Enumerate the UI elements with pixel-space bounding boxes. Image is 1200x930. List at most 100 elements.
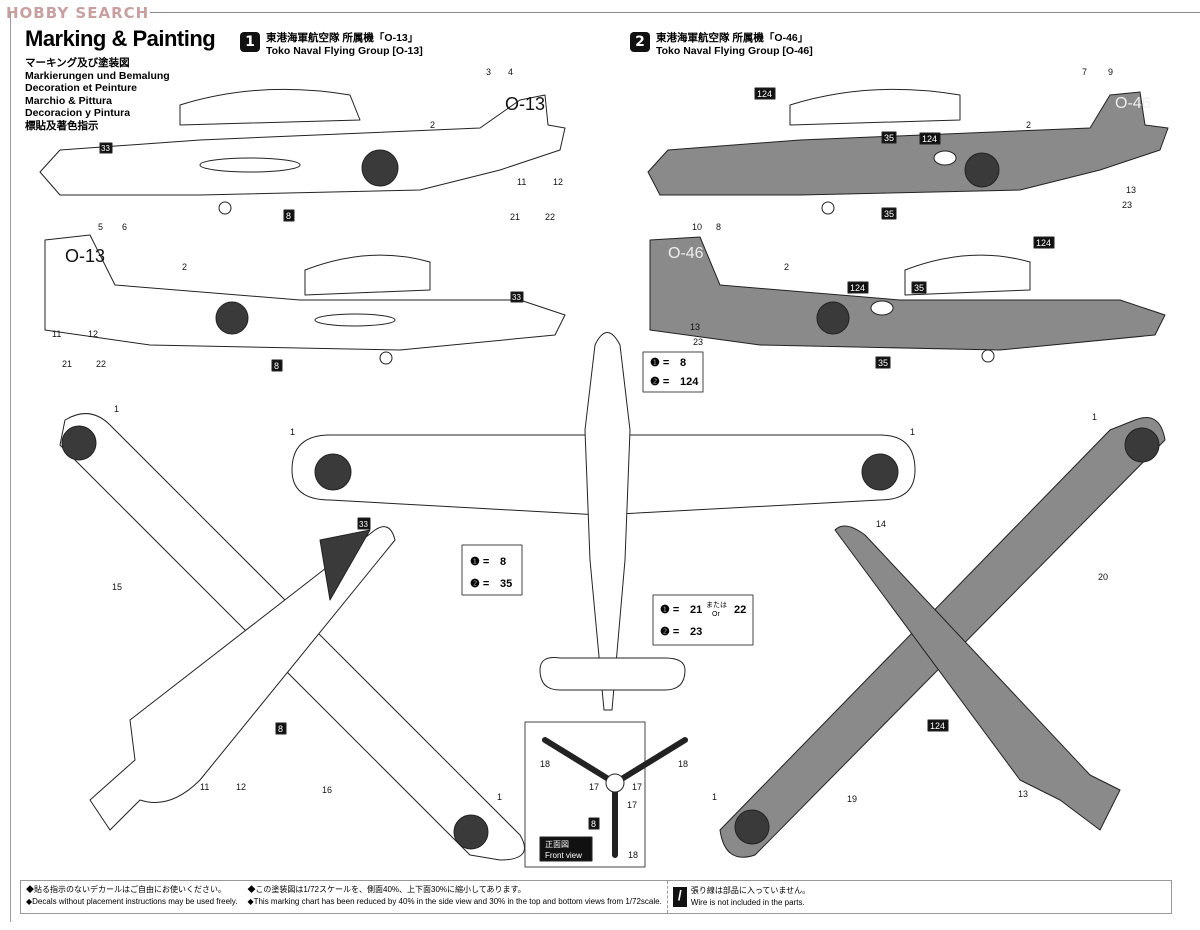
- callout: 11: [517, 177, 526, 187]
- callout: 12: [236, 782, 246, 792]
- callout: 20: [1098, 572, 1108, 582]
- subtitle: Decoracion y Pintura: [25, 107, 131, 120]
- front-view-label-en: Front view: [545, 851, 582, 860]
- legend-value: 8: [680, 357, 686, 369]
- legend-value: 23: [690, 626, 702, 638]
- callout: 2: [1026, 120, 1031, 130]
- callout: 23: [1122, 200, 1132, 210]
- callout: 13: [1018, 789, 1028, 799]
- callout: 13: [1126, 185, 1136, 195]
- scheme-jp: 東港海軍航空隊 所属機「O-46」: [656, 32, 809, 44]
- scheme-2-header: 2 東港海軍航空隊 所属機「O-46」Toko Naval Flying Gro…: [630, 32, 813, 58]
- tail-code: O-13: [505, 94, 545, 114]
- svg-text:❷ =: ❷ =: [650, 376, 669, 388]
- callout: 7: [1082, 67, 1087, 77]
- callout: 9: [1108, 67, 1113, 77]
- top-view: 1 1: [290, 332, 916, 711]
- watermark: HOBBY SEARCH: [6, 4, 150, 22]
- subtitle-list: マーキング及び塗装図 Markierungen und Bemalung Dec…: [25, 57, 170, 133]
- callout: 6: [122, 222, 127, 232]
- legend-value: 22: [734, 604, 746, 616]
- callout: 3: [486, 67, 491, 77]
- bottom-view-scheme2: 1 1 14 20 19 13 124: [712, 412, 1166, 858]
- callout: 124: [922, 134, 937, 144]
- bottom-view-scheme1: 1 1 33 8 15 16 11 12: [59, 404, 525, 861]
- legend-value: 124: [680, 376, 699, 388]
- callout: 1: [910, 427, 915, 437]
- callout: 1: [497, 792, 502, 802]
- callout: 10: [692, 222, 702, 232]
- subtitle: 標貼及著色指示: [25, 119, 99, 132]
- svg-text:❷ =: ❷ =: [470, 578, 489, 590]
- callout: 14: [876, 519, 886, 529]
- callout: 124: [757, 89, 772, 99]
- side-view-scheme1-lower: O-13 5 6 2 33 8 11 12 21 22: [44, 222, 566, 372]
- callout: 18: [678, 759, 688, 769]
- callout: 18: [540, 759, 550, 769]
- callout: 35: [878, 358, 888, 368]
- note: 張り線は部品に入っていません。: [690, 886, 811, 895]
- callout: 33: [359, 520, 368, 529]
- callout: 33: [101, 144, 110, 153]
- callout: 1: [290, 427, 295, 437]
- notes-box: ◆貼る指示のないデカールはご自由にお使いください。 ◆Decals without…: [20, 880, 1172, 914]
- tail-code: O-13: [65, 246, 105, 266]
- legend-value: 21: [690, 604, 702, 616]
- callout: 22: [545, 212, 555, 222]
- callout: 12: [553, 177, 563, 187]
- or-label: または: [706, 601, 727, 609]
- note: ◆Decals without placement instructions m…: [26, 897, 238, 906]
- callout: 19: [847, 794, 857, 804]
- callout: 35: [884, 133, 894, 143]
- note: ◆This marking chart has been reduced by …: [247, 897, 662, 906]
- svg-text:❷ =: ❷ =: [660, 626, 679, 638]
- callout: 8: [286, 211, 291, 221]
- side-view-scheme2-upper: O-46 124 124 35 35 7 9 2 13 23: [647, 67, 1169, 220]
- subtitle: Decoration et Peinture: [25, 82, 138, 95]
- note: Wire is not included in the parts.: [690, 898, 805, 907]
- callout: 8: [716, 222, 721, 232]
- callout: 8: [274, 361, 279, 371]
- scheme-en: Toko Naval Flying Group [O-13]: [266, 45, 423, 57]
- callout: 2: [784, 262, 789, 272]
- callout: 35: [884, 209, 894, 219]
- scheme-badge: 1: [240, 32, 260, 52]
- wire-icon: /: [672, 887, 687, 907]
- side-view-scheme2-lower: O-46 10 8 2 124 124 35 35 13 23: [649, 222, 1166, 369]
- callout: 13: [690, 322, 700, 332]
- callout: 17: [589, 782, 599, 792]
- callout: 8: [591, 819, 596, 829]
- front-view: 18 18 18 17 17 17 8 正面図 Front view: [524, 721, 688, 868]
- callout: 23: [693, 337, 703, 347]
- callout: 5: [98, 222, 103, 232]
- svg-text:❶ =: ❶ =: [470, 556, 489, 568]
- note: ◆貼る指示のないデカールはご自由にお使いください。: [26, 885, 226, 894]
- callout: 17: [632, 782, 642, 792]
- callout: 2: [430, 120, 435, 130]
- subtitle: マーキング及び塗装図: [25, 57, 130, 69]
- callout: 12: [88, 329, 98, 339]
- page-title: Marking & Painting: [25, 26, 216, 51]
- callout: 15: [112, 582, 122, 592]
- callout: 124: [1036, 238, 1051, 248]
- callout: 2: [182, 262, 187, 272]
- note: ◆この塗装図は1/72スケールを、側面40%、上下面30%に縮小してあります。: [247, 885, 526, 894]
- scheme-1-header: 1 東港海軍航空隊 所属機「O-13」Toko Naval Flying Gro…: [240, 32, 423, 58]
- legend-box-3: ❶ =❷ = 21 または Or 22 23: [652, 594, 754, 646]
- callout: 16: [322, 785, 332, 795]
- callout: 1: [114, 404, 119, 414]
- subtitle: Marchio & Pittura: [25, 94, 112, 107]
- callout: 124: [930, 721, 945, 731]
- callout: 11: [200, 782, 209, 792]
- callout: 1: [1092, 412, 1097, 422]
- legend-box-1: ❶ = ❷ = 8 124: [642, 351, 704, 393]
- callout: 124: [850, 283, 865, 293]
- scheme-badge: 2: [630, 32, 650, 52]
- frame: [10, 12, 1199, 922]
- callout: 1: [712, 792, 717, 802]
- callout: 21: [62, 359, 72, 369]
- scheme-jp: 東港海軍航空隊 所属機「O-13」: [266, 32, 419, 44]
- svg-text:❶ =: ❶ =: [650, 357, 669, 369]
- legend-value: 35: [500, 578, 512, 590]
